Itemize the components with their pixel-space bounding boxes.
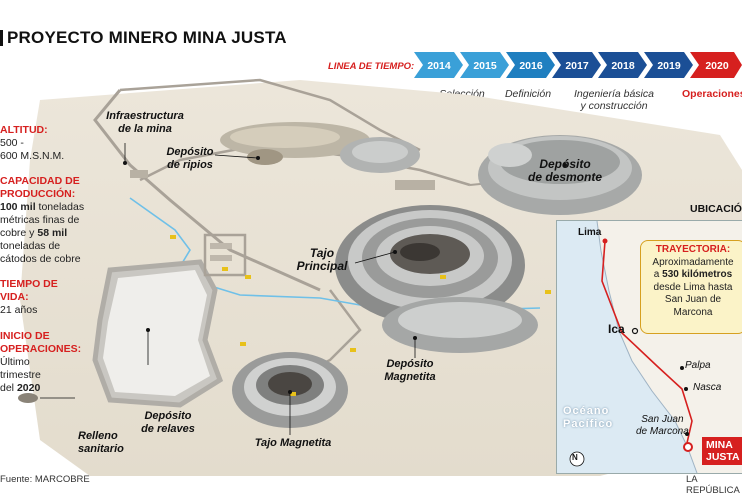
publisher-credit: LA REPÚBLICA	[686, 474, 740, 496]
ica-dot	[631, 327, 639, 335]
phase-operaciones: Operaciones	[682, 88, 742, 100]
source-credit: Fuente: MARCOBRE	[0, 474, 90, 485]
year-2016: 2016	[519, 60, 543, 72]
plant-buildings	[395, 180, 435, 190]
chevron-2015: 2015	[460, 52, 509, 78]
year-2019: 2019	[657, 60, 681, 72]
fact-capacidad: CAPACIDAD DE PRODUCCIÓN: 100 mil tonelad…	[0, 175, 85, 265]
nasca-dot	[684, 387, 688, 391]
north-label: N	[572, 453, 578, 462]
marcona-dot	[685, 432, 689, 436]
fact-altitud: ALTITUD: 500 - 600 M.S.N.M.	[0, 124, 65, 162]
mina-justa-dot	[683, 442, 693, 452]
north-arrow-icon	[569, 451, 585, 467]
chevron-2018: 2018	[598, 52, 647, 78]
fact-tiempo-vida: TIEMPO DE VIDA: 21 años	[0, 278, 58, 316]
label-tajo-magnetita: Tajo Magnetita	[254, 437, 332, 449]
title-accent	[0, 30, 3, 46]
timeline-label: LINEA DE TIEMPO:	[328, 61, 415, 72]
route-line	[601, 240, 693, 444]
relleno-sanitario	[18, 393, 38, 403]
page-title: PROYECTO MINERO MINA JUSTA	[7, 28, 287, 47]
chevron-2019: 2019	[644, 52, 693, 78]
phase-ingenieria-line2: y construcción	[580, 100, 648, 112]
infra-compound	[203, 233, 247, 277]
trayectoria-box: TRAYECTORIA: Aproximadamente a 530 kilóm…	[640, 240, 742, 334]
year-2018: 2018	[611, 60, 635, 72]
lima-dot	[602, 238, 608, 244]
chevron-2017: 2017	[552, 52, 601, 78]
fact-inicio-operaciones: INICIO DE OPERACIONES: Último trimestre …	[0, 330, 82, 394]
phase-ingenieria-line1: Ingeniería básica	[574, 88, 654, 100]
map-label-palpa: Palpa	[685, 360, 711, 371]
year-2015: 2015	[473, 60, 497, 72]
year-2020: 2020	[705, 60, 729, 72]
chevron-2014: 2014	[414, 52, 463, 78]
palpa-dot	[680, 366, 684, 370]
map-label-nasca: Nasca	[693, 382, 722, 393]
timeline-chevrons: 2014 2015 2016 2017 2018 2019 2020	[414, 52, 742, 78]
chevron-2020: 2020	[690, 52, 742, 78]
year-2014: 2014	[427, 60, 451, 72]
map-label-lima: Lima	[578, 227, 602, 238]
location-heading: UBICACIÓN	[690, 203, 742, 215]
infra-buildings	[130, 170, 148, 178]
year-2017: 2017	[565, 60, 589, 72]
road-north	[119, 78, 421, 152]
phase-definicion: Definición	[504, 88, 552, 100]
chevron-2016: 2016	[506, 52, 555, 78]
map-label-ica: Ica	[608, 322, 625, 336]
